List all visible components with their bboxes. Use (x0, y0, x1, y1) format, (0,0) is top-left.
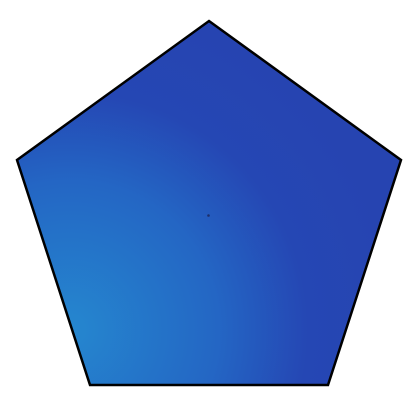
center-marker (207, 214, 210, 217)
pentagon-shape (15, 19, 403, 387)
